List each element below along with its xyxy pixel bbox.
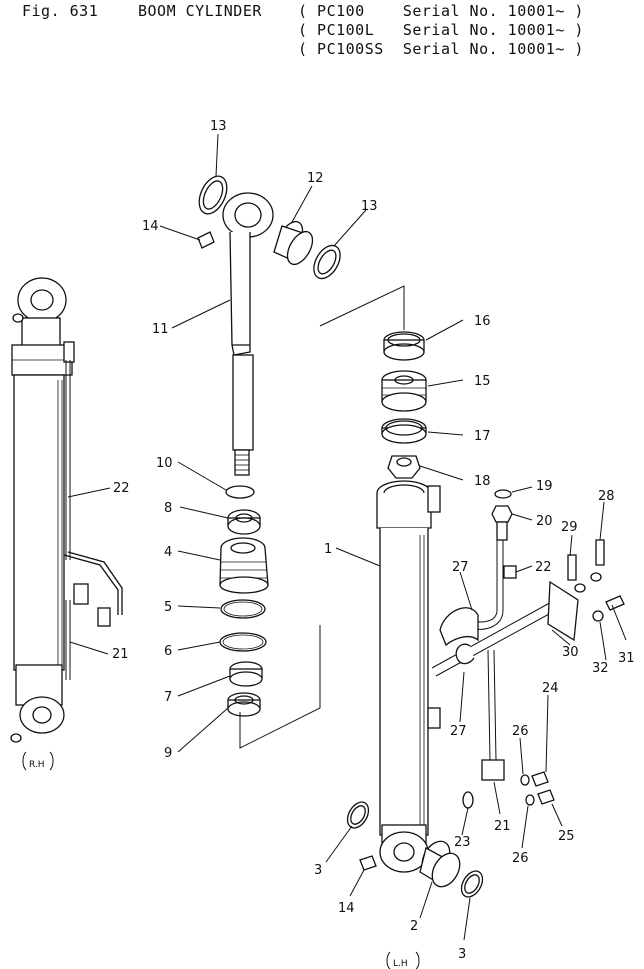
part-20-elbow-fitting (491, 505, 513, 541)
callout-27-lower: 27 (450, 724, 467, 739)
callout-24: 24 (542, 681, 559, 696)
part-5-o-ring (220, 599, 266, 619)
callout-numbers: 13 12 13 14 11 16 15 17 18 19 20 10 8 4 … (112, 119, 635, 962)
callout-21-rh: 21 (112, 647, 129, 662)
figure-label: Fig. 631 (22, 2, 99, 20)
callout-1: 1 (324, 542, 332, 557)
callout-32: 32 (592, 661, 609, 676)
callout-11: 11 (152, 322, 169, 337)
callout-5: 5 (164, 600, 172, 615)
callout-2: 2 (410, 919, 418, 934)
part-18-nut (387, 455, 421, 479)
part-23-o-ring (462, 791, 474, 809)
part-28-nut (574, 583, 586, 593)
leader-lines (67, 133, 607, 941)
callout-15: 15 (474, 374, 491, 389)
callout-23: 23 (454, 835, 471, 850)
part-13-ring-lower (313, 244, 341, 280)
callout-3-right: 3 (458, 947, 466, 962)
model-line-pc100l: ( PC100L Serial No. 10001~ ) (298, 21, 584, 39)
callout-9: 9 (164, 746, 172, 761)
svg-text:L.H: L.H (393, 959, 408, 969)
part-1-cylinder-tube (376, 480, 441, 873)
callout-22-rh: 22 (113, 481, 130, 496)
part-14-grease-fitting-lower (359, 855, 377, 871)
part-11-piston-rod (222, 192, 274, 476)
callout-22-lh: 22 (535, 560, 552, 575)
part-19-o-ring (494, 489, 512, 499)
model-line-pc100ss: ( PC100SS Serial No. 10001~ ) (298, 40, 584, 58)
part-7-collar (229, 661, 263, 687)
part-8-bushing (227, 509, 261, 535)
part-21-tube-lh (481, 649, 505, 781)
rh-side-label: R.H (22, 751, 54, 771)
callout-14-lower: 14 (338, 901, 355, 916)
callout-13-lower: 13 (361, 199, 378, 214)
part-14-grease-fitting-upper (197, 231, 215, 249)
part-15-piston (381, 370, 427, 412)
part-29-bracket (547, 554, 579, 642)
part-26-washer-upper (520, 774, 530, 786)
callout-10: 10 (156, 456, 173, 471)
part-3-ring-right (460, 870, 484, 898)
callout-29: 29 (561, 520, 578, 535)
callout-14-upper: 14 (142, 219, 159, 234)
part-12-bushing (273, 220, 314, 266)
part-24-bolt (531, 771, 549, 787)
part-25-bolt (537, 789, 555, 805)
part-30-tube (431, 599, 561, 677)
callout-8: 8 (164, 501, 172, 516)
svg-text:R.H: R.H (29, 760, 45, 770)
callout-20: 20 (536, 514, 553, 529)
callout-31: 31 (618, 651, 635, 666)
callout-19: 19 (536, 479, 553, 494)
part-9-dust-seal (227, 692, 261, 717)
callout-28: 28 (598, 489, 615, 504)
callout-4: 4 (164, 545, 172, 560)
part-3-ring-left (346, 801, 370, 829)
callout-13-upper: 13 (210, 119, 227, 134)
part-32-washer (592, 610, 604, 622)
part-6-backup-ring (219, 632, 267, 652)
callout-26-upper: 26 (512, 724, 529, 739)
part-10-o-ring (225, 485, 255, 499)
callout-12: 12 (307, 171, 324, 186)
part-31-bolt (605, 595, 625, 611)
part-26-washer-lower (525, 794, 535, 806)
part-28-plate (595, 539, 605, 566)
callout-6: 6 (164, 644, 172, 659)
head-group-bracket (239, 625, 321, 749)
callout-30: 30 (562, 645, 579, 660)
callout-21-lh: 21 (494, 819, 511, 834)
rh-cylinder-assembly (10, 277, 123, 743)
callout-17: 17 (474, 429, 491, 444)
callout-25: 25 (558, 829, 575, 844)
part-28-washer (590, 572, 602, 582)
callout-18: 18 (474, 474, 491, 489)
part-13-ring-upper (198, 175, 228, 215)
part-2-bushing (419, 840, 461, 888)
part-16-wear-ring (383, 331, 425, 361)
part-27-clamp-upper (439, 607, 479, 647)
callout-3-left: 3 (314, 863, 322, 878)
piston-group-bracket (319, 285, 405, 330)
lh-side-label: L.H (386, 951, 420, 969)
callout-27-upper: 27 (452, 560, 469, 575)
model-line-pc100: ( PC100 Serial No. 10001~ ) (298, 2, 584, 20)
callout-26-lower: 26 (512, 851, 529, 866)
part-17-ring (381, 418, 427, 444)
callout-7: 7 (164, 690, 172, 705)
part-4-cylinder-head (219, 537, 269, 594)
figure-title: BOOM CYLINDER (138, 2, 262, 20)
callout-16: 16 (474, 314, 491, 329)
